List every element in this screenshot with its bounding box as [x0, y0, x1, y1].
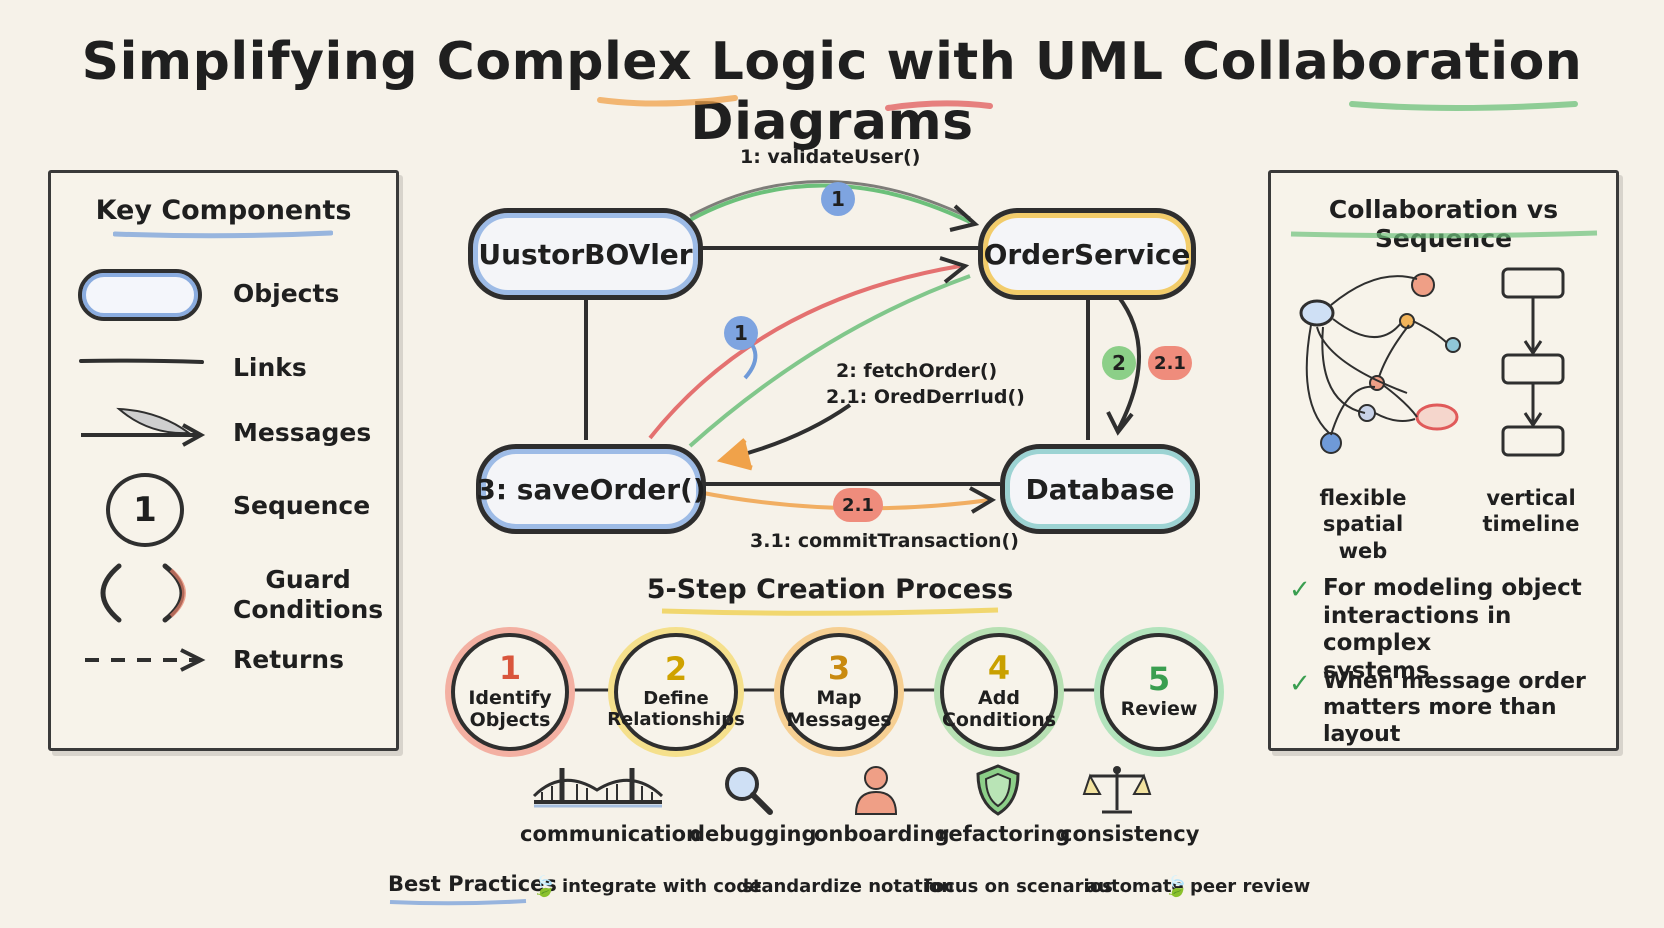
sequence-badge-top: 1: [821, 182, 855, 216]
message-label-commit-transaction: 3.1: commitTransaction(): [750, 530, 1019, 552]
legend-label-objects: Objects: [233, 279, 340, 308]
check-item-2: When message order matters more than lay…: [1323, 669, 1586, 747]
leaf-icon: 🍃: [532, 874, 557, 898]
process-heading-underline: [661, 607, 999, 616]
feather-arrow-icon: [79, 401, 209, 451]
comparison-heading-underline: [1290, 230, 1598, 239]
benefit-label-consistency: consistency: [1060, 822, 1200, 846]
shield-icon: [970, 762, 1026, 818]
magnifier-icon: [720, 762, 776, 818]
benefit-label-onboarding: onboarding: [814, 822, 950, 846]
sequence-badge-bottom: 2.1: [833, 488, 883, 522]
object-node-customer[interactable]: UustorBOVler: [468, 208, 703, 300]
best-practice-item: peer review: [1190, 876, 1311, 897]
step-number: 2: [664, 650, 688, 689]
scales-icon: [1082, 762, 1152, 818]
sequence-badge-right-red: 2.1: [1148, 346, 1192, 380]
step-label: Add Conditions: [941, 687, 1057, 731]
best-practices-underline: [389, 899, 527, 906]
process-step-5: 5 Review: [1100, 633, 1218, 751]
key-components-panel: Key Components Objects Links Messages 1 …: [48, 170, 399, 751]
object-node-database[interactable]: Database: [1000, 444, 1200, 534]
heading-underline: [113, 230, 333, 239]
legend-label-returns: Returns: [233, 645, 344, 674]
legend-label-links: Links: [233, 353, 307, 382]
legend-label-sequence: Sequence: [233, 491, 371, 520]
leaf-icon: 🍃: [1164, 874, 1189, 898]
step-number: 5: [1147, 660, 1171, 699]
message-label-fetch-sub: 2.1: OredDerrIud(): [826, 386, 1025, 408]
benefit-label-communication: communication: [520, 822, 701, 846]
bridge-icon: [532, 762, 664, 814]
object-node-order-service[interactable]: OrderService: [978, 208, 1196, 300]
step-number: 4: [987, 649, 1011, 688]
message-label-fetch-order: 2: fetchOrder(): [836, 360, 998, 382]
check-item-1: For modeling object interactions in comp…: [1323, 575, 1582, 684]
process-heading: 5-Step Creation Process: [646, 574, 1014, 605]
sequence-badge-right-green: 2: [1102, 346, 1136, 380]
best-practices-heading: Best Practices: [388, 872, 557, 896]
object-node-save-order[interactable]: 3: saveOrder(): [476, 444, 706, 534]
benefit-label-refactoring: refactoring: [938, 822, 1071, 846]
dashed-arrow-icon: [81, 645, 211, 675]
sequence-number-icon: 1: [106, 473, 184, 547]
timeline-caption: vertical timeline: [1482, 486, 1580, 537]
step-label: Review: [1120, 698, 1198, 721]
check-icon: ✓: [1289, 575, 1311, 605]
best-practice-item: automate: [1086, 876, 1184, 897]
step-label: Identify Objects: [468, 687, 552, 731]
spatial-web-caption: flexible spatial web: [1319, 486, 1407, 563]
comparison-panel: Collaboration vs Sequence flexible spati…: [1268, 170, 1619, 751]
vertical-timeline-icon: [1501, 267, 1565, 457]
step-label: Map Messages: [786, 687, 892, 731]
legend-label-guard-conditions: Guard Conditions: [233, 565, 384, 624]
person-icon: [848, 762, 904, 818]
link-line-icon: [79, 351, 204, 364]
guard-brackets-icon: [79, 558, 209, 628]
process-step-4: 4 Add Conditions: [940, 633, 1058, 751]
benefit-label-debugging: debugging: [690, 822, 817, 846]
comparison-heading: Collaboration vs Sequence: [1328, 195, 1559, 253]
legend-label-messages: Messages: [233, 418, 372, 447]
process-step-3: 3 Map Messages: [780, 633, 898, 751]
best-practice-item: focus on scenarios: [924, 876, 1113, 897]
best-practice-item: standardize notation: [742, 876, 955, 897]
best-practice-item: integrate with code: [562, 876, 762, 897]
step-label: Define Relationships: [607, 688, 745, 730]
check-icon: ✓: [1289, 669, 1311, 699]
message-label-validate-user: 1: validateUser(): [740, 146, 921, 168]
sequence-badge-mid: 1: [724, 316, 758, 350]
step-number: 3: [827, 649, 851, 688]
process-step-1: 1 Identify Objects: [451, 633, 569, 751]
spatial-web-icon: [1299, 273, 1461, 454]
key-components-heading: Key Components: [95, 195, 352, 226]
process-step-2: 2 Define Relationships: [607, 633, 745, 751]
step-number: 1: [498, 649, 522, 688]
object-shape-icon: [76, 265, 206, 325]
